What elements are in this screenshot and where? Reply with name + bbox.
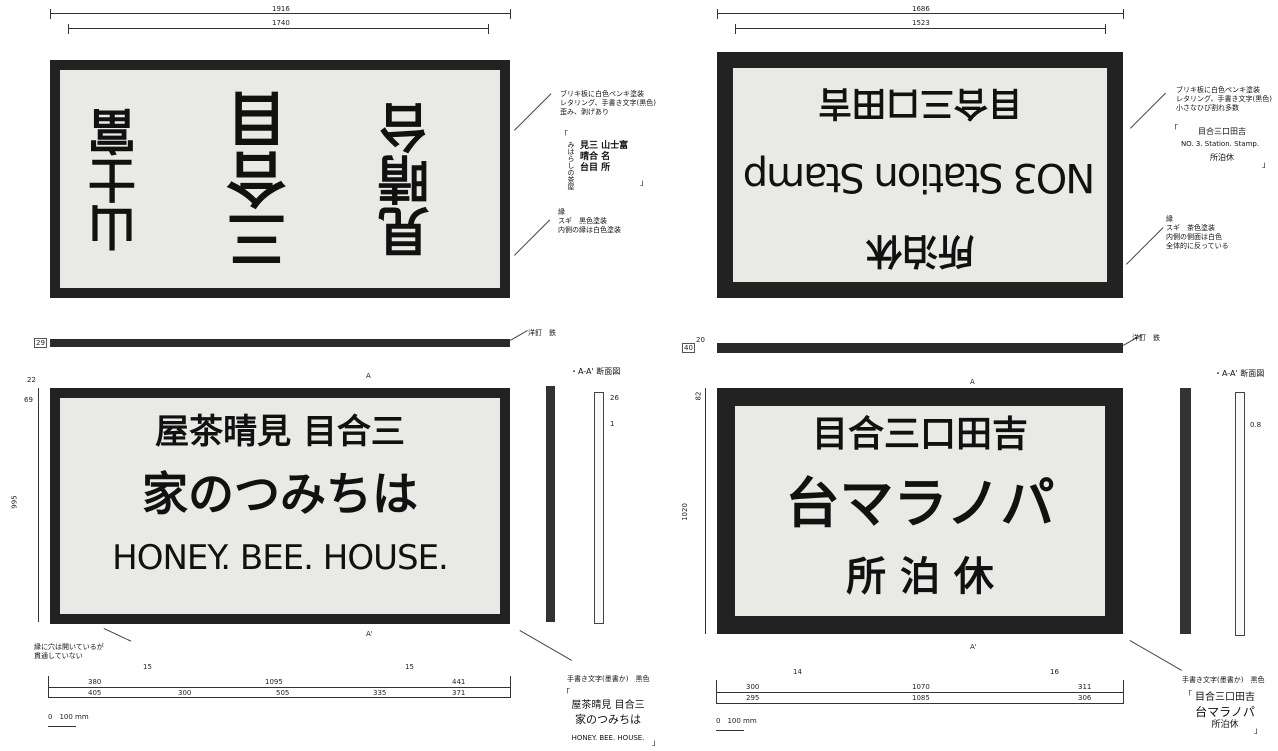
right-back-line1: 所泊休 [866, 230, 975, 271]
hole-note: 縁に穴は開いているが 貫通していない [34, 643, 104, 660]
right-section-title: ・A-A' 断面図 [1214, 369, 1265, 378]
section-profile [594, 392, 604, 624]
left-dim-995: 995 [10, 495, 19, 509]
left-ink-note: 手書き文字(墨書か) 黒色 [567, 675, 650, 683]
right-rail-dim-40: 40 [682, 343, 695, 353]
bottom-dim-1095: 1095 [265, 678, 283, 686]
right-inscription-line1: 目合三口田吉 [1198, 127, 1246, 136]
left-caption-line1: 屋茶晴見 目合三 [571, 700, 645, 711]
right-back-sign-board: 所泊休 NO3 Station Stamp 目合三口田吉 [717, 52, 1123, 298]
right-dim-82: 82 [694, 391, 703, 401]
right-bottom-dim-300: 300 [746, 683, 760, 691]
back-sign-board: 見晴台 三合目 山士富 [50, 60, 510, 298]
right-caption-line1: 目合三口田吉 [1195, 692, 1255, 703]
back-sign-line1: 見晴台 [379, 102, 439, 258]
right-rail-dim-20: 20 [696, 336, 705, 344]
nail-dim-1: 15 [143, 663, 152, 671]
bottom-dim-405: 405 [88, 689, 102, 697]
right-bottom-dim-306: 306 [1078, 694, 1092, 702]
dim-line-overall [50, 13, 510, 14]
bottom-dim-380: 380 [88, 678, 102, 686]
side-view [546, 386, 555, 622]
right-section-marker-top: A [970, 378, 975, 386]
right-scale: 0 100 mm [716, 717, 757, 725]
left-dim-69: 69 [24, 396, 33, 404]
right-rail-note: 洋釘 鉄 [1132, 334, 1160, 342]
right-nail-dim-2: 16 [1050, 668, 1059, 676]
right-inscription-close: 」 [1262, 160, 1270, 169]
right-back-line3: 目合三口田吉 [818, 83, 1022, 123]
right-caption-close: 」 [1254, 726, 1262, 735]
section-dim-1: 1 [610, 420, 615, 428]
right-dim-inner-width: 1523 [912, 19, 930, 27]
dim-overall-width: 1916 [272, 5, 290, 13]
left-inscription-open: 「 [560, 130, 568, 139]
left-caption-line2: 家のつみちは [575, 713, 641, 726]
right-caption-open: 「 [1184, 690, 1192, 699]
right-section-marker-bottom: A' [970, 643, 977, 651]
right-bottom-dim-1085: 1085 [912, 694, 930, 702]
left-caption-line3: HONEY. BEE. HOUSE. [571, 734, 645, 742]
bottom-dim-300: 300 [178, 689, 192, 697]
right-section-dim-0-8: 0.8 [1250, 421, 1262, 429]
right-back-line2: NO3 Station Stamp [744, 154, 1096, 200]
right-material-note: ブリキ板に白色ペンキ塗装 レタリング、手書き文字(黒色) 小さなひび割れ多数 [1176, 86, 1272, 112]
dim-line-inner [68, 28, 488, 29]
right-dim-overall-width: 1686 [912, 5, 930, 13]
right-top-rail [717, 343, 1123, 353]
section-dim-26: 26 [610, 394, 619, 402]
front-sign-board: 屋茶晴見 目合三 家のつみちは HONEY. BEE. HOUSE. [50, 388, 510, 624]
front-sign-line2: 家のつみちは [142, 467, 418, 521]
section-marker-top: A [366, 372, 371, 380]
right-section-profile [1235, 392, 1245, 636]
dim-inner-width: 1740 [272, 19, 290, 27]
left-inscription: 見三 山士富 晴合 名 台目 所 [580, 141, 629, 173]
left-frame-note: 縁 スギ 黒色塗装 内側の縁は白色塗装 [558, 208, 621, 234]
bottom-dim-441: 441 [452, 678, 466, 686]
right-front-line3: 所 泊 休 [846, 554, 994, 600]
front-sign-line1: 屋茶晴見 目合三 [155, 412, 405, 452]
right-bottom-dim-311: 311 [1078, 683, 1092, 691]
left-caption-open: 「 [562, 688, 570, 697]
right-front-sign-board: 目合三口田吉 台マラノパ 所 泊 休 [717, 388, 1123, 634]
right-nail-dim-1: 14 [793, 668, 802, 676]
top-rail [50, 339, 510, 347]
right-dim-1020: 1020 [680, 503, 689, 521]
right-ink-note: 手書き文字(墨書か) 黒色 [1182, 676, 1265, 684]
bottom-dim-335: 335 [373, 689, 387, 697]
right-caption-line2: 台マラノパ [1195, 705, 1255, 719]
right-front-line2: 台マラノパ [785, 472, 1055, 535]
left-caption-close: 」 [652, 738, 660, 747]
right-inscription-open: 「 [1170, 124, 1178, 133]
left-dim-22: 22 [27, 376, 36, 384]
left-inscription-small: みはらしの茶屋 [567, 141, 575, 190]
bottom-dim-505: 505 [276, 689, 290, 697]
back-sign-line2: 三合目 [227, 90, 297, 270]
left-scale: 0 100 mm [48, 713, 89, 721]
left-material-note: ブリキ板に白色ペンキ塗装 レタリング、手書き文字(黒色) 歪み、剥げあり [560, 90, 656, 116]
rail-height-dim: 29 [34, 338, 47, 348]
right-caption-line3: 所泊休 [1211, 720, 1239, 730]
left-rail-note: 洋釘 鉄 [528, 329, 556, 337]
right-frame-note: 縁 スギ 茶色塗装 内側の側面は白色 全体的に反っている [1166, 215, 1229, 250]
right-side-view [1180, 388, 1191, 634]
right-front-line1: 目合三口田吉 [811, 414, 1028, 455]
right-inscription-line3: 所泊休 [1210, 153, 1234, 162]
back-sign-line3: 山士富 [89, 108, 145, 252]
left-inscription-close: 」 [640, 178, 648, 187]
nail-dim-2: 15 [405, 663, 414, 671]
front-sign-line3: HONEY. BEE. HOUSE. [112, 538, 449, 578]
bottom-dim-371: 371 [452, 689, 466, 697]
left-section-title: ・A-A' 断面図 [570, 367, 621, 376]
right-bottom-dim-1070: 1070 [912, 683, 930, 691]
section-marker-bottom: A' [366, 630, 373, 638]
right-bottom-dim-295: 295 [746, 694, 760, 702]
right-inscription-line2: NO. 3. Station. Stamp. [1180, 140, 1260, 148]
